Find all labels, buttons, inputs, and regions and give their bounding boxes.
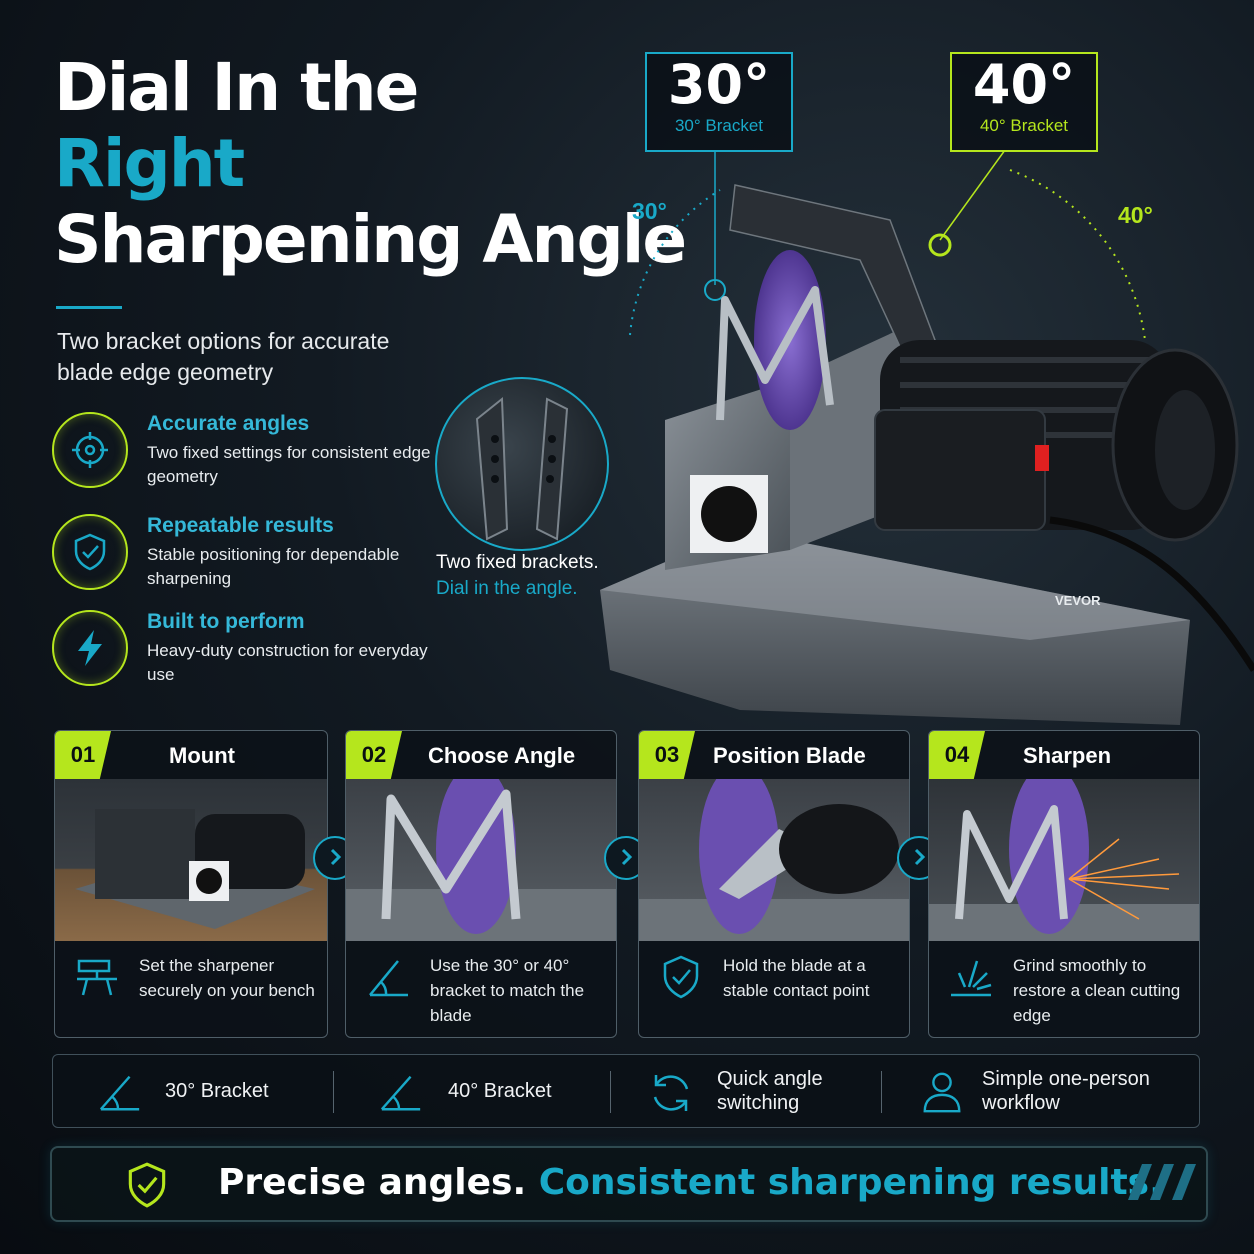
feature-description: Heavy-duty construction for everyday use xyxy=(147,641,428,684)
brackets-inset-image xyxy=(435,377,609,551)
callout-angle: 30° xyxy=(667,53,771,116)
strip-item-quick-switching: Quick angle switching xyxy=(647,1055,877,1127)
slash-decoration xyxy=(1128,1164,1196,1200)
shield-check-icon xyxy=(52,514,128,590)
step-sharpen: 04 Sharpen Grind smoothly to restore a c… xyxy=(928,730,1200,1038)
shield-check-icon xyxy=(657,953,705,1006)
strip-label: Simple one-person workflow xyxy=(982,1068,1150,1114)
strip-label: Quick angle switching xyxy=(717,1068,823,1114)
angle-icon xyxy=(364,953,412,1006)
feature-description: Two fixed settings for consistent edge g… xyxy=(147,443,431,486)
power-switch xyxy=(1035,445,1049,471)
goggles-icon xyxy=(701,486,757,542)
headline-line-1: Dial In the xyxy=(54,49,419,126)
divider xyxy=(881,1071,882,1113)
feature-title: Accurate angles xyxy=(147,412,310,435)
feature-accurate-angles: Accurate angles Two fixed settings for c… xyxy=(52,408,432,488)
feature-title: Repeatable results xyxy=(147,514,334,537)
brand-plate: VEVOR xyxy=(1055,593,1101,608)
step-title: Choose Angle xyxy=(428,743,576,768)
target-marker-40 xyxy=(928,233,952,257)
fan-grille xyxy=(1155,390,1215,510)
step-number: 03 xyxy=(639,731,695,779)
step-choose-angle: 02 Choose Angle Use the 30° or 40° brack… xyxy=(345,730,617,1038)
chevron-right-icon xyxy=(621,848,633,866)
step-description: Set the sharpener securely on your bench xyxy=(139,956,315,1000)
arc-30 xyxy=(629,189,721,336)
callout-line-40 xyxy=(939,150,1006,241)
tagline-banner: Precise angles. Consistent sharpening re… xyxy=(50,1146,1208,1222)
feature-title: Built to perform xyxy=(147,610,305,633)
feature-repeatable-results: Repeatable results Stable positioning fo… xyxy=(52,510,432,590)
step-title: Mount xyxy=(169,743,235,768)
crosshair-icon xyxy=(52,412,128,488)
step-description: Use the 30° or 40° bracket to match the … xyxy=(430,956,585,1025)
feature-description: Stable positioning for dependable sharpe… xyxy=(147,545,400,588)
angle-icon xyxy=(99,1075,140,1111)
callout-label: 30° Bracket xyxy=(674,116,764,135)
lightning-icon xyxy=(52,610,128,686)
step-number: 01 xyxy=(55,731,111,779)
power-cord xyxy=(1049,516,1254,672)
strip-label: 30° Bracket xyxy=(165,1080,269,1102)
divider xyxy=(610,1071,611,1113)
person-icon xyxy=(923,1072,961,1113)
callout-label: 40° Bracket xyxy=(979,116,1069,135)
target-marker-30 xyxy=(704,279,726,301)
headline: Dial In the Right Sharpening Angle xyxy=(54,49,687,278)
step-description: Hold the blade at a stable contact point xyxy=(723,956,870,1000)
inset-caption-line-1: Two fixed brackets. xyxy=(436,552,599,573)
step-position-blade: 03 Position Blade Hold the blade at a st… xyxy=(638,730,910,1038)
callout-40-bracket: 40° 40° Bracket xyxy=(950,52,1098,152)
tagline-part-2: Consistent sharpening results. xyxy=(538,1162,1163,1203)
divider xyxy=(333,1071,334,1113)
step-number: 04 xyxy=(929,731,985,779)
callout-angle: 40° xyxy=(972,53,1076,116)
base-top xyxy=(600,530,1190,640)
step-title: Sharpen xyxy=(1023,743,1112,768)
chevron-right-icon xyxy=(914,848,926,866)
step-photo xyxy=(639,779,909,941)
arc-label-30: 30° xyxy=(632,198,667,224)
strip-item-one-person: Simple one-person workflow xyxy=(919,1055,1179,1127)
tagline-part-1: Precise angles. xyxy=(218,1162,527,1203)
angle-icon xyxy=(380,1075,421,1111)
sharpener-illustration: VEVOR xyxy=(600,150,1254,725)
step-mount: 01 Mount Set the sharpener securely on y… xyxy=(54,730,328,1038)
step-number: 02 xyxy=(346,731,402,779)
feature-strip: 30° Bracket 40° Bracket Quick angle swit… xyxy=(52,1054,1200,1128)
feature-built-to-perform: Built to perform Heavy-duty construction… xyxy=(52,606,432,686)
inset-caption-line-2: Dial in the angle. xyxy=(436,578,578,599)
headline-divider xyxy=(56,306,122,309)
step-description: Grind smoothly to restore a clean cuttin… xyxy=(1013,956,1181,1025)
headline-line-3: Sharpening Angle xyxy=(54,201,687,278)
tagline: Precise angles. Consistent sharpening re… xyxy=(218,1162,1163,1203)
headline-line-2: Right xyxy=(54,125,245,202)
bench-icon xyxy=(73,953,121,1006)
sparks-icon xyxy=(947,953,995,1006)
subtitle: Two bracket options for accurate blade e… xyxy=(57,328,390,385)
callout-30-bracket: 30° 30° Bracket xyxy=(645,52,793,152)
shield-check-icon xyxy=(128,1162,166,1208)
strip-item-30-bracket: 30° Bracket xyxy=(97,1055,327,1127)
switch-box xyxy=(874,409,1046,531)
step-photo xyxy=(55,779,327,941)
strip-label: 40° Bracket xyxy=(448,1080,552,1102)
refresh-icon xyxy=(653,1075,689,1111)
step-photo xyxy=(346,779,616,941)
arc-40 xyxy=(1009,169,1146,341)
arc-label-40: 40° xyxy=(1118,202,1153,228)
bracket xyxy=(716,286,834,421)
strip-item-40-bracket: 40° Bracket xyxy=(378,1055,608,1127)
step-title: Position Blade xyxy=(713,743,866,768)
chevron-right-icon xyxy=(330,848,342,866)
inset-caption: Two fixed brackets. Dial in the angle. xyxy=(436,550,599,602)
step-photo xyxy=(929,779,1199,941)
